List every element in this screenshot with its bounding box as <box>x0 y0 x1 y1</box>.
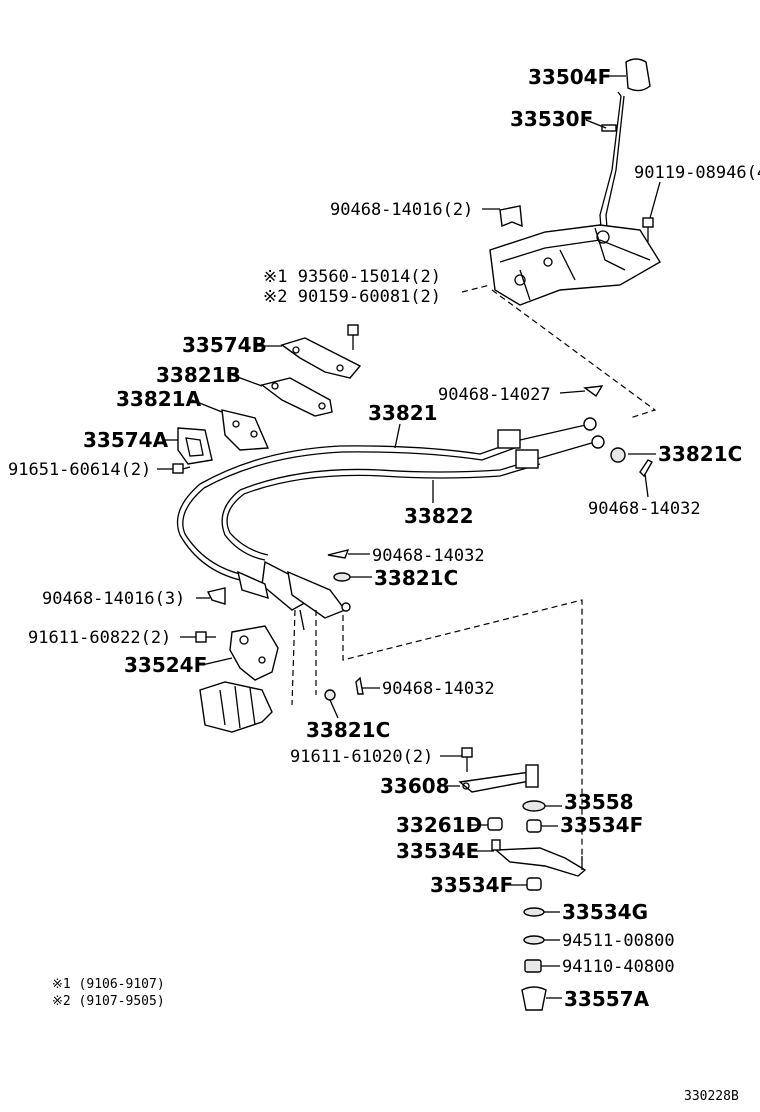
washer-icon <box>324 689 336 701</box>
label-33608: 33608 <box>380 774 450 798</box>
bolt-icon <box>461 747 473 772</box>
label-90468-14032-mid: 90468-14032 <box>372 546 485 566</box>
label-94110-40800: 94110-40800 <box>562 957 675 977</box>
clip-icon <box>206 587 226 605</box>
label-33504F: 33504F <box>528 65 611 89</box>
label-33524F: 33524F <box>124 653 207 677</box>
plate-33821B <box>260 377 333 417</box>
washer-icon <box>523 935 545 945</box>
note-2: ※2 (9107-9505) <box>52 994 165 1009</box>
label-33822: 33822 <box>404 504 474 528</box>
cable-33821 <box>176 417 597 581</box>
clip-icon <box>499 205 523 228</box>
nut-icon <box>526 819 542 833</box>
label-33558: 33558 <box>564 790 634 814</box>
label-33821B: 33821B <box>156 363 241 387</box>
shift-lever <box>599 91 625 241</box>
label-91651-60614: 91651-60614(2) <box>8 460 151 480</box>
shift-knob <box>625 58 651 92</box>
label-33534E: 33534E <box>396 839 479 863</box>
label-33261D: 33261D <box>396 813 482 837</box>
label-33821: 33821 <box>368 401 438 425</box>
note-1: ※1 (9106-9107) <box>52 977 165 992</box>
washer-icon <box>333 572 351 582</box>
label-33574B: 33574B <box>182 333 267 357</box>
washer-icon <box>522 800 546 812</box>
label-33821C-mid: 33821C <box>374 566 458 590</box>
bolt-icon <box>347 324 359 350</box>
retainer-33574A <box>177 427 213 465</box>
label-33534F-a: 33534F <box>560 813 643 837</box>
bracket-33524F <box>229 625 279 681</box>
label-90468-14016-top: 90468-14016(2) <box>330 200 473 220</box>
label-33557A: 33557A <box>564 987 650 1011</box>
label-33534G: 33534G <box>562 900 648 924</box>
bushing-icon <box>487 817 503 831</box>
clip-icon <box>639 459 653 478</box>
label-33821C-low: 33821C <box>306 718 390 742</box>
label-94511-00800: 94511-00800 <box>562 931 675 951</box>
label-33534F-b: 33534F <box>430 873 513 897</box>
washer-icon <box>610 447 626 463</box>
leader-lines <box>157 75 661 999</box>
label-90468-14016-left: 90468-14016(3) <box>42 589 185 609</box>
lever-33534E <box>491 839 587 877</box>
label-90159-60081: ※2 90159-60081(2) <box>263 287 441 307</box>
diagram-id: 330228B <box>684 1089 739 1104</box>
label-90468-14027: 90468-14027 <box>438 385 551 405</box>
bracket-33574B <box>280 337 362 379</box>
bushing-icon <box>521 986 547 1011</box>
nut-icon <box>526 877 542 891</box>
label-93560-15014: ※1 93560-15014(2) <box>263 267 441 287</box>
label-91611-61020: 91611-61020(2) <box>290 747 433 767</box>
label-90468-14032-low: 90468-14032 <box>382 679 495 699</box>
label-91611-60822: 91611-60822(2) <box>28 628 171 648</box>
transmission-body <box>199 681 273 733</box>
label-33574A: 33574A <box>83 428 169 452</box>
label-90119-08946: 90119-08946(4) <box>634 163 760 183</box>
label-90468-14032-right: 90468-14032 <box>588 499 701 519</box>
clip-icon <box>327 548 350 559</box>
bolt-icon <box>195 631 216 643</box>
clip-icon <box>583 385 604 398</box>
cable-boots <box>237 560 351 631</box>
label-33821C-right: 33821C <box>658 442 742 466</box>
cable-33822 <box>221 435 605 561</box>
bolt-icon <box>642 217 654 242</box>
bolt-icon <box>172 463 191 474</box>
washer-icon <box>523 907 545 917</box>
label-33821A: 33821A <box>116 387 202 411</box>
grommet-33821A <box>221 409 270 451</box>
nut-icon <box>524 959 542 973</box>
shift-lever-housing <box>489 224 661 306</box>
label-33530F: 33530F <box>510 107 593 131</box>
shift-lever-33608 <box>458 764 539 793</box>
clip-icon <box>355 676 364 695</box>
